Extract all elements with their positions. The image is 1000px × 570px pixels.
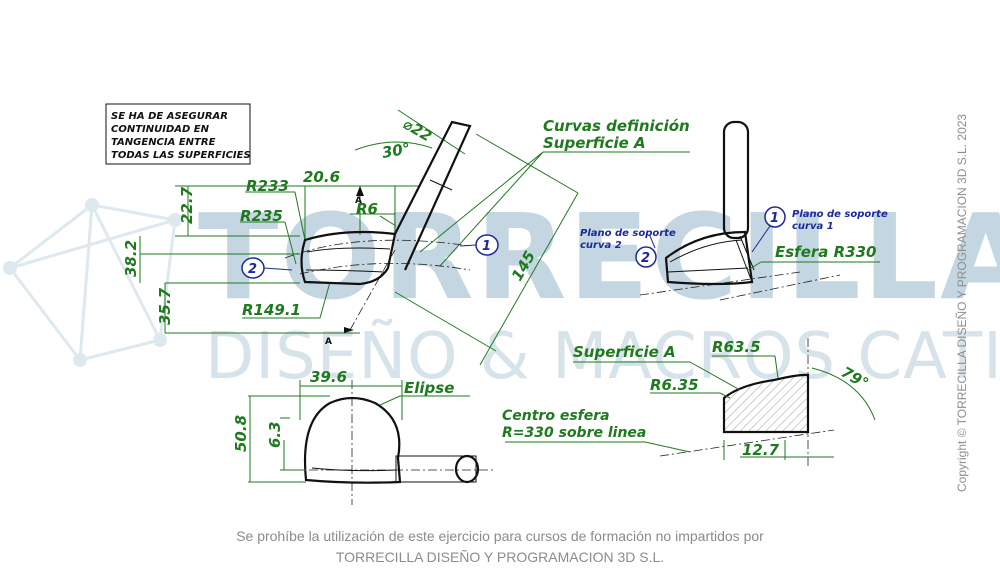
- copyright-vertical: Copyright © TORRECILLA DISEÑO Y PROGRAMA…: [955, 114, 969, 492]
- svg-text:1: 1: [770, 211, 779, 226]
- dim-angle-30: 30°: [381, 139, 412, 162]
- note-box: SE HA DE ASEGURAR CONTINUIDAD EN TANGENC…: [105, 103, 251, 165]
- dim-50-8: 50.8: [232, 415, 250, 452]
- dim-12-7: 12.7: [742, 441, 780, 459]
- watermark-logo: [3, 198, 182, 367]
- dim-38-2: 38.2: [122, 240, 140, 277]
- iso-view: Plano de soporte curva 2 Plano de soport…: [580, 120, 888, 301]
- label-esfera-r330: Esfera R330: [775, 243, 876, 261]
- watermark-brand: TORRECILLA: [198, 188, 1000, 326]
- label-curva-1: curva 1: [792, 221, 834, 232]
- note-line-2: CONTINUIDAD EN: [111, 124, 210, 135]
- callout-2-iso: 2: [635, 246, 657, 268]
- note-line-4: TODAS LAS SUPERFICIES: [111, 150, 251, 161]
- callout-1-side: 1: [459, 234, 499, 256]
- label-elipse: Elipse: [404, 379, 454, 397]
- label-curva-2: curva 2: [580, 240, 622, 251]
- dim-r6: R6: [356, 200, 378, 218]
- section-view: R63.5 R6.35 79° 12.7 Superficie A Centro…: [502, 338, 876, 468]
- section-marker-top: A: [355, 196, 362, 206]
- dim-39-6: 39.6: [310, 368, 347, 386]
- label-superficie-a-top: Superficie A: [543, 134, 646, 152]
- footer-line-2: TORRECILLA DISEÑO Y PROGRAMACION 3D S.L.: [336, 549, 664, 565]
- watermark-subtitle: DISEÑO & MACROS CATIA: [205, 319, 1000, 394]
- note-line-3: TANGENCIA ENTRE: [111, 137, 216, 148]
- top-view: 39.6 50.8 6.3 Elipse: [232, 368, 495, 505]
- svg-text:2: 2: [641, 251, 650, 266]
- footer-line-1: Se prohíbe la utilización de este ejerci…: [236, 528, 764, 544]
- callout-1-iso: 1: [751, 206, 786, 253]
- label-curvas-definicion: Curvas definición: [543, 117, 690, 135]
- callout-2-side: 2: [241, 257, 293, 279]
- label-superficie-a: Superficie A: [573, 343, 676, 361]
- dim-20-6: 20.6: [303, 168, 340, 186]
- dim-r235: R235: [240, 207, 283, 225]
- label-plano-soporte-1: Plano de soporte: [792, 209, 888, 220]
- dim-r233: R233: [246, 177, 289, 195]
- side-view: A A ⌀22 30° 20.6 R233 R235 R6 22.7 38.2 …: [122, 109, 690, 366]
- note-line-1: SE HA DE ASEGURAR: [111, 111, 228, 122]
- label-plano-soporte-2: Plano de soporte: [580, 228, 676, 239]
- label-centro-esfera: Centro esfera: [502, 408, 610, 424]
- dim-22-7: 22.7: [178, 186, 196, 224]
- svg-text:2: 2: [248, 262, 257, 277]
- dim-r63-5: R63.5: [712, 338, 761, 356]
- label-r330-sobre-linea: R=330 sobre linea: [502, 425, 646, 441]
- dim-35-7: 35.7: [156, 287, 174, 325]
- dim-r6-35: R6.35: [650, 376, 699, 394]
- dim-6-3: 6.3: [266, 421, 284, 448]
- dim-r149-1: R149.1: [242, 301, 301, 319]
- section-marker-bottom: A: [325, 337, 332, 347]
- svg-text:1: 1: [482, 239, 491, 254]
